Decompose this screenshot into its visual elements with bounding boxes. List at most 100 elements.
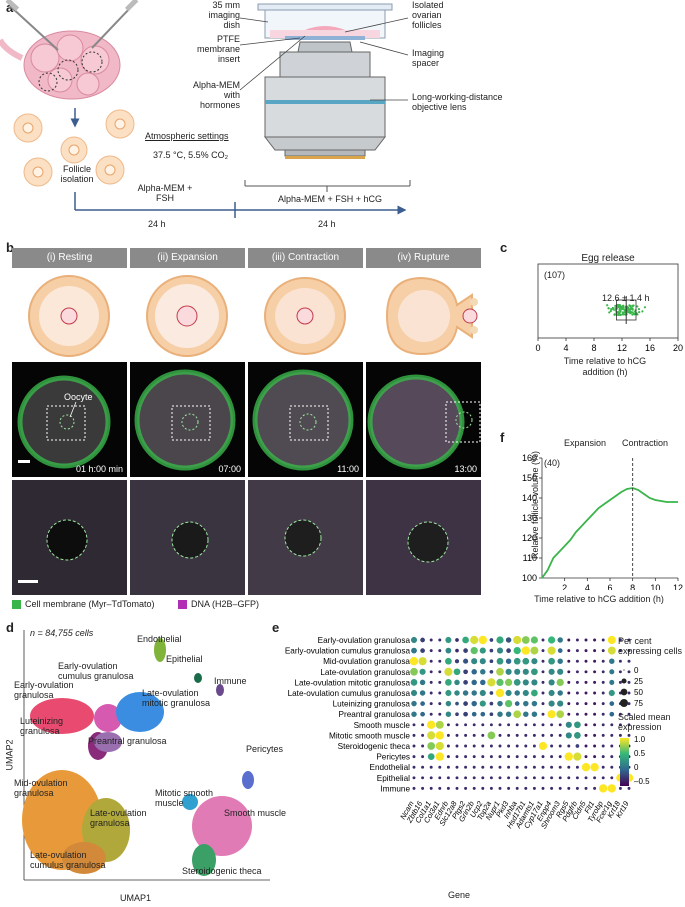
f-xtick-label: 8	[630, 583, 635, 590]
dotplot-dot	[438, 659, 442, 663]
dotplot-dot	[557, 700, 564, 707]
dotplot-dot	[438, 649, 442, 653]
plot-frame	[537, 263, 679, 339]
dotplot-dot	[429, 649, 433, 653]
dotplot-dot	[524, 776, 528, 780]
dotplot-dot	[498, 765, 502, 769]
dotplot-dot	[557, 668, 564, 675]
dotplot-dot	[541, 765, 545, 769]
dotplot-dot	[507, 755, 511, 759]
egg-release-point	[614, 309, 617, 312]
egg-release-point	[631, 304, 634, 307]
egg-release-point	[643, 306, 647, 309]
dotplot-dot	[574, 721, 581, 729]
dotplot-dot	[435, 752, 444, 761]
dotplot-dot	[627, 702, 631, 706]
dotplot-dot	[446, 755, 450, 759]
dotplot-dot	[593, 755, 597, 759]
dotplot-dot	[593, 649, 597, 653]
dotplot-dot	[420, 711, 425, 717]
micrograph-expansion: 07:00	[130, 362, 245, 477]
dotplot-dot	[541, 670, 545, 674]
dotplot-dot	[558, 776, 562, 780]
color-legend-label: 0	[634, 763, 639, 772]
dotplot: Early-ovulation granulosaEarly-ovulation…	[285, 635, 650, 831]
dotplot-dot	[496, 647, 504, 654]
label-endothelial: Endothelial	[137, 634, 182, 644]
dotplot-dot	[608, 689, 615, 697]
dotplot-dot	[478, 635, 487, 645]
dotplot-dot	[480, 679, 486, 686]
dotplot-dot	[515, 786, 519, 790]
size-legend-dot	[620, 699, 628, 707]
dotplot-dot	[593, 638, 597, 642]
dotplot-dot	[584, 680, 588, 684]
dotplot-dot	[550, 786, 554, 790]
dotplot-dot	[558, 723, 562, 727]
dotplot-dot	[471, 700, 477, 707]
egg-release-point	[617, 313, 620, 317]
dotplot-dot	[472, 733, 476, 737]
dotplot-dot	[410, 679, 418, 686]
dotplot-dot	[627, 723, 631, 727]
dotplot-dot	[575, 744, 580, 748]
dotplot-dot	[455, 638, 459, 642]
dotplot-dot	[522, 689, 529, 697]
dotplot-dot	[495, 688, 505, 698]
dotplot-dot	[498, 723, 502, 727]
dotplot-dot	[522, 657, 530, 665]
dotplot-dot	[464, 723, 468, 727]
follicle-cartoons	[28, 275, 478, 357]
dotplot-dot	[593, 702, 597, 706]
dotplot-dot	[575, 776, 579, 780]
panel-a-illustration	[0, 0, 411, 218]
dotplot-dot	[567, 680, 571, 684]
dotplot-dot	[627, 680, 631, 684]
dotplot-dot	[575, 765, 579, 769]
dotplot-dot	[530, 646, 539, 655]
dotplot-dot	[601, 755, 605, 759]
dotplot-row-label: Late-ovulation granulosa	[320, 668, 410, 677]
dotplot-dot	[558, 765, 562, 769]
dotplot-dot	[574, 732, 581, 739]
label-theca: Steroidogenic theca	[182, 866, 262, 876]
panel-b-letter: b	[6, 240, 14, 255]
dotplot-dot	[524, 733, 528, 737]
phase-contraction: Contraction	[622, 438, 669, 448]
dotplot-dot	[538, 741, 548, 751]
micrograph-rupture: 13:00	[366, 362, 481, 477]
dotplot-dot	[607, 635, 616, 645]
dotplot-dot	[547, 636, 556, 644]
dotplot-dot	[513, 635, 522, 645]
f-ytick-label: 120	[522, 533, 537, 543]
dotplot-dot	[455, 733, 459, 737]
panel-f-letter: f	[500, 430, 505, 445]
dotplot-dot	[445, 711, 452, 717]
dotplot-dot	[429, 712, 433, 716]
dotplot-dot	[567, 649, 571, 653]
dotplot-dot	[567, 786, 571, 790]
zoom-expansion	[130, 480, 245, 595]
dotplot-row-label: Mitotic smooth muscle	[329, 731, 410, 740]
dotplot-dot	[593, 691, 597, 695]
label-early-cumulus: Early-ovulation cumulus granulosa	[58, 661, 134, 681]
dotplot-dot	[593, 744, 597, 748]
dur2-label: 24 h	[318, 219, 336, 229]
dotplot-dot	[557, 690, 563, 696]
dotplot-dot	[412, 744, 416, 748]
dotplot-dot	[524, 765, 528, 769]
size-legend-dot	[621, 678, 627, 684]
legend-swatch-dna	[178, 600, 187, 609]
color-legend-label: –0.5	[634, 777, 650, 786]
dotplot-dot	[489, 744, 493, 748]
dotplot-dot	[541, 723, 545, 727]
egg-release-point	[618, 308, 621, 312]
dotplot-dot	[584, 776, 588, 780]
dotplot-dot	[498, 744, 502, 748]
dotplot-dot	[609, 669, 615, 675]
dotplot-dot	[411, 647, 417, 654]
needle-icon	[5, 0, 139, 51]
dotplot-dot	[601, 776, 605, 780]
dotplot-dot	[541, 755, 545, 759]
dotplot-dot	[455, 648, 459, 653]
